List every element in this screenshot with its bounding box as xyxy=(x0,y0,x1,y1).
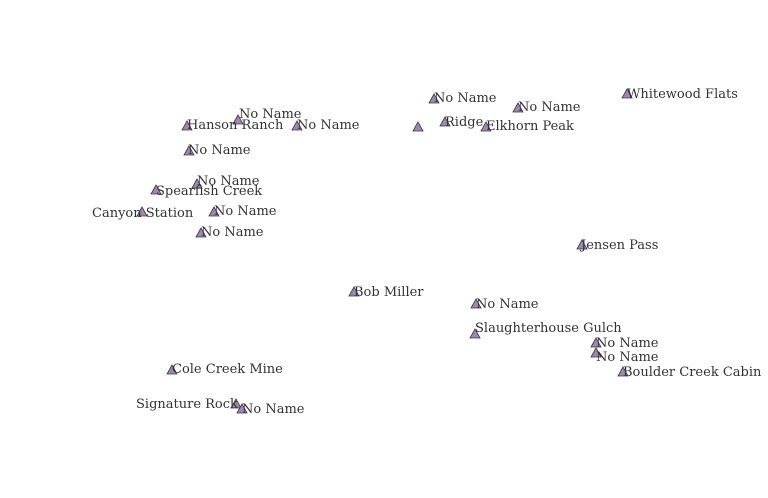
feature-label: Canyon Station xyxy=(92,206,194,221)
triangle-marker-icon[interactable] xyxy=(576,239,588,250)
triangle-marker-icon[interactable] xyxy=(191,178,203,189)
triangle-marker-icon[interactable] xyxy=(136,206,148,217)
map-feature-no-name[interactable]: No Name xyxy=(291,118,360,133)
triangle-marker-icon[interactable] xyxy=(439,116,451,127)
feature-label: Hanson Ranch xyxy=(187,118,284,133)
triangle-marker-icon[interactable] xyxy=(480,121,492,132)
map-feature-bob-miller[interactable]: Bob Miller xyxy=(348,285,424,300)
feature-label: Spearfish Creek xyxy=(156,184,262,199)
feature-label: Slaughterhouse Gulch xyxy=(475,321,622,336)
triangle-marker-icon[interactable] xyxy=(428,93,440,104)
map-feature-spearfish-creek[interactable]: Spearfish Creek xyxy=(150,184,262,199)
triangle-marker-icon[interactable] xyxy=(412,121,424,132)
map-feature-no-name[interactable]: No Name xyxy=(512,100,581,115)
map-feature-whitewood-flats[interactable]: Whitewood Flats xyxy=(621,87,738,102)
triangle-marker-icon[interactable] xyxy=(291,120,303,131)
triangle-marker-icon[interactable] xyxy=(470,298,482,309)
map-feature-no-name[interactable]: No Name xyxy=(236,402,305,417)
triangle-marker-icon[interactable] xyxy=(590,347,602,358)
feature-label: No Name xyxy=(239,107,302,122)
triangle-marker-icon[interactable] xyxy=(590,337,602,348)
map-feature-cole-creek-mine[interactable]: Cole Creek Mine xyxy=(166,362,283,377)
map-feature-no-name[interactable]: No Name xyxy=(470,297,539,312)
map-feature-no-name[interactable]: No Name xyxy=(195,225,264,240)
triangle-marker-icon[interactable] xyxy=(232,114,244,125)
map-feature-signature-rock[interactable]: Signature Rock xyxy=(136,397,242,412)
map-feature-canyon-station[interactable]: Canyon Station xyxy=(92,206,194,221)
feature-label: No Name xyxy=(188,143,251,158)
feature-label: No Name xyxy=(214,204,277,219)
feature-label: Ridge xyxy=(445,115,484,130)
map-feature-boulder-creek-cabin[interactable]: Boulder Creek Cabin xyxy=(617,365,762,380)
map-feature-no-name[interactable]: No Name xyxy=(191,174,260,189)
triangle-marker-icon[interactable] xyxy=(617,366,629,377)
triangle-marker-icon[interactable] xyxy=(512,102,524,113)
map-feature-elkhorn-peak[interactable]: Elkhorn Peak xyxy=(480,119,574,134)
triangle-marker-icon[interactable] xyxy=(469,328,481,339)
feature-label: Cole Creek Mine xyxy=(172,362,283,377)
map-feature-no-name[interactable]: No Name xyxy=(232,107,302,125)
map-feature-no-name[interactable]: No Name xyxy=(428,91,497,106)
feature-label: No Name xyxy=(596,336,659,351)
feature-label: Jensen Pass xyxy=(579,238,658,253)
feature-label: No Name xyxy=(242,402,305,417)
map-feature-no-name[interactable]: No Name xyxy=(590,336,659,351)
feature-label: No Name xyxy=(518,100,581,115)
map-feature-no-name[interactable]: No Name xyxy=(208,204,277,219)
triangle-marker-icon[interactable] xyxy=(166,364,178,375)
feature-label: No Name xyxy=(476,297,539,312)
feature-label: No Name xyxy=(201,225,264,240)
feature-label: Signature Rock xyxy=(136,397,238,412)
triangle-marker-icon[interactable] xyxy=(195,227,207,238)
map-feature-no-name[interactable]: No Name xyxy=(183,143,251,158)
feature-label: Elkhorn Peak xyxy=(486,119,574,134)
triangle-marker-icon[interactable] xyxy=(150,184,162,195)
feature-label: Bob Miller xyxy=(354,285,424,300)
map-feature-jensen-pass[interactable]: Jensen Pass xyxy=(576,238,658,253)
triangle-marker-icon[interactable] xyxy=(183,145,195,156)
triangle-marker-icon[interactable] xyxy=(236,403,248,414)
triangle-marker-icon[interactable] xyxy=(208,206,220,217)
map-feature-ridge[interactable]: Ridge xyxy=(439,115,484,130)
map-feature-slaughterhouse-gulch[interactable]: Slaughterhouse Gulch xyxy=(469,321,622,339)
feature-label: No Name xyxy=(434,91,497,106)
feature-label: Boulder Creek Cabin xyxy=(623,365,762,380)
feature-label: No Name xyxy=(297,118,360,133)
feature-label: Whitewood Flats xyxy=(627,87,738,102)
triangle-marker-icon[interactable] xyxy=(621,88,633,99)
triangle-marker-icon[interactable] xyxy=(181,120,193,131)
map-feature-hanson-ranch[interactable]: Hanson Ranch xyxy=(181,118,284,133)
map-feature-no-name[interactable]: No Name xyxy=(590,347,659,365)
feature-label: No Name xyxy=(596,350,659,365)
triangle-marker-icon[interactable] xyxy=(348,286,360,297)
triangle-marker-icon[interactable] xyxy=(230,398,242,409)
feature-label: No Name xyxy=(197,174,260,189)
map-feature-unlabeled[interactable] xyxy=(412,121,424,132)
